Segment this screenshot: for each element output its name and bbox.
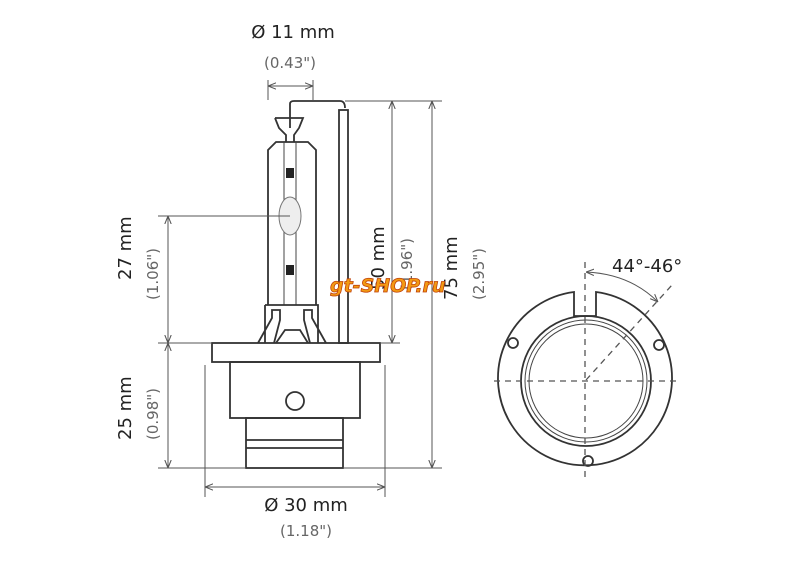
arc-height-inch: (1.06") <box>144 248 162 300</box>
left-extension-lines <box>158 215 290 469</box>
base-hole <box>285 391 305 411</box>
bulb-socket <box>257 304 327 344</box>
return-rod <box>338 109 349 344</box>
mount-hole-bottom <box>582 455 594 467</box>
base-height-inch: (0.98") <box>144 388 162 440</box>
base-height-mm: 25 mm <box>115 376 136 440</box>
diameter-top-mm: Ø 11 mm <box>251 22 335 43</box>
inner-ring-2 <box>524 319 648 443</box>
total-height-mm: 75 mm <box>441 236 462 300</box>
base-grooves <box>246 439 343 449</box>
electrode-bottom <box>286 265 294 275</box>
base-bottom <box>245 417 344 469</box>
electrode-height-mm: 50 mm <box>368 226 389 290</box>
total-height-inch: (2.95") <box>470 248 488 300</box>
dimension-lines <box>158 80 442 497</box>
electrode-height-inch: (1.96") <box>398 238 416 290</box>
flange <box>211 342 381 363</box>
watermark-logo: gt-SHOP.ru <box>330 275 445 297</box>
mount-hole-right <box>653 339 665 351</box>
diameter-top-extension-lines <box>267 80 314 100</box>
bulb-side-view <box>211 100 381 469</box>
angle-label: 44°-46° <box>612 256 682 277</box>
angle-arc <box>586 272 658 302</box>
diameter-top-inch: (0.43") <box>264 54 316 72</box>
diameter-base-inch: (1.18") <box>280 522 332 540</box>
arc-height-mm: 27 mm <box>115 216 136 280</box>
glass-tube <box>267 141 317 305</box>
mount-hole-left <box>507 337 519 349</box>
bulb-front-view: 44°-46° <box>494 256 682 477</box>
diameter-base-mm: Ø 30 mm <box>264 495 348 516</box>
return-wire <box>289 100 346 128</box>
diameter-base-extension-lines <box>204 365 386 497</box>
electrode-top <box>286 168 294 178</box>
bulb-tip <box>274 117 305 142</box>
